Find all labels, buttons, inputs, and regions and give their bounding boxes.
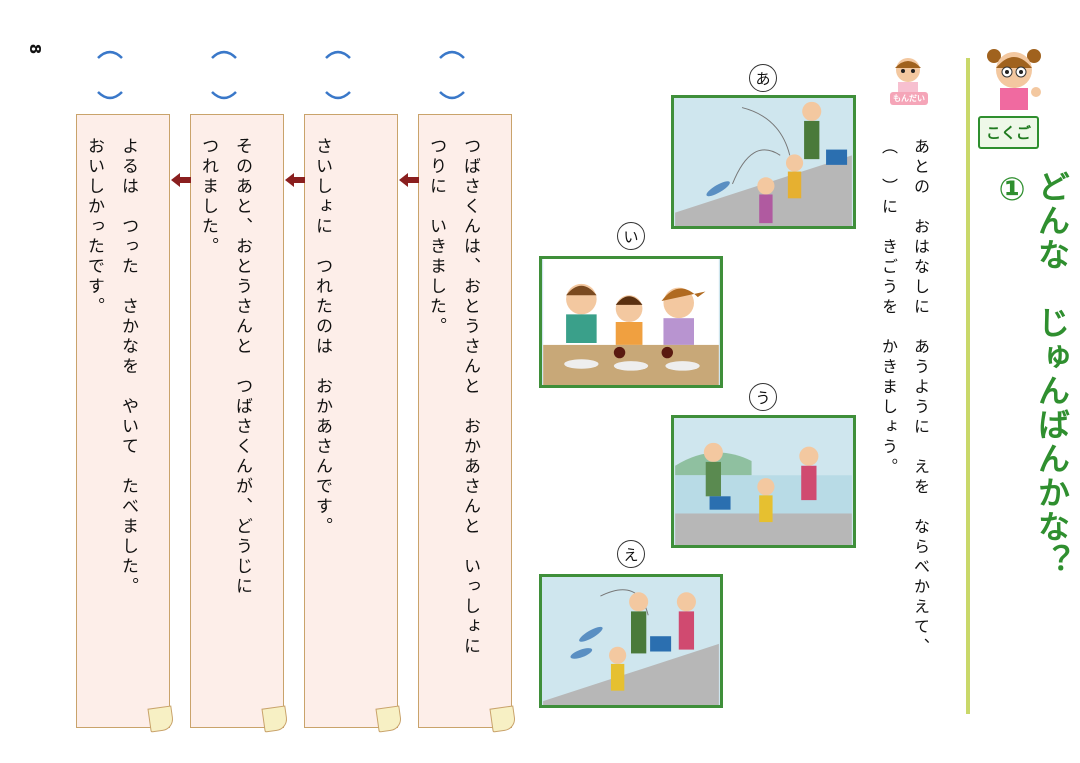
mascot-girl-icon: [987, 49, 1041, 110]
picture-label-e: え: [617, 540, 645, 568]
story-text-4: よるは つった さかなを やいて たべました。 おいしかったです。: [84, 137, 138, 597]
story-scroll-4: よるは つった さかなを やいて たべました。 おいしかったです。: [76, 114, 175, 733]
story-scroll-2: さいしょに つれたのは おかあさんです。: [304, 114, 403, 733]
scroll-curl: [261, 705, 289, 733]
father-fishing-scene-icon: [543, 577, 719, 705]
problem-badge: もんだい: [890, 92, 928, 105]
arrow-left-icon: [399, 173, 419, 187]
scroll-curl: [489, 705, 517, 733]
picture-e: [539, 574, 723, 708]
story-text-3: そのあと、おとうさんと つばさくんが、どうじに つれました。: [198, 137, 252, 597]
page-title: どんな じゅんばんかな？①: [993, 170, 1071, 578]
picture-u: [671, 415, 856, 548]
answer-paren-2[interactable]: [318, 44, 358, 104]
picture-label-a: あ: [749, 64, 777, 92]
answer-paren-3[interactable]: [204, 44, 244, 104]
instruction-line-2: （ ）に きごうを かきましょう。: [879, 138, 898, 478]
fishing-catch-scene-icon: [675, 98, 852, 226]
picture-label-i: い: [617, 222, 645, 250]
story-text-1: つばさくんは、おとうさんと おかあさんと いっしょに つりに いきました。: [426, 137, 480, 657]
scroll-curl: [375, 705, 403, 733]
family-dinner-scene-icon: [543, 259, 719, 385]
picture-i: [539, 256, 723, 388]
instruction-line-1: あとの おはなしに あうように えを ならべかえて、: [911, 138, 930, 658]
picture-a: [671, 95, 856, 229]
picture-label-u: う: [749, 383, 777, 411]
instructions: あとの おはなしに あうように えを ならべかえて、 （ ）に きごうを かきま…: [866, 138, 936, 698]
page-number: 8: [26, 43, 45, 55]
story-scroll-1: つばさくんは、おとうさんと おかあさんと いっしょに つりに いきました。: [418, 114, 517, 733]
arrow-left-icon: [285, 173, 305, 187]
answer-paren-4[interactable]: [90, 44, 130, 104]
answer-paren-1[interactable]: [432, 44, 472, 104]
scroll-curl: [147, 705, 175, 733]
story-scroll-3: そのあと、おとうさんと つばさくんが、どうじに つれました。: [190, 114, 289, 733]
subject-label: こくご: [978, 116, 1040, 149]
divider-line: [966, 58, 970, 714]
girl-character-icon: [895, 58, 921, 92]
family-walking-scene-icon: [675, 418, 852, 545]
story-text-2: さいしょに つれたのは おかあさんです。: [312, 137, 332, 537]
arrow-left-icon: [171, 173, 191, 187]
